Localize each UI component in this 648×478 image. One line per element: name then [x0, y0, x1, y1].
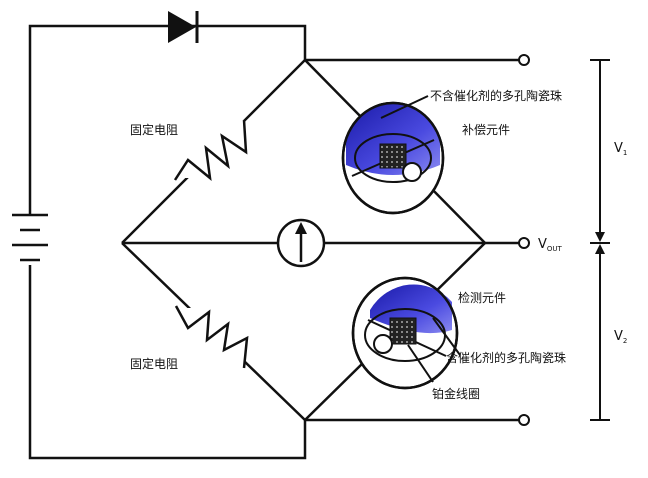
- galvanometer-icon: [276, 218, 326, 268]
- voltage-dimension: [590, 59, 610, 421]
- porous-ceramic-with-catalyst-label: 含催化剂的多孔陶瓷珠: [446, 350, 566, 365]
- dimension-arrows: [595, 232, 605, 254]
- detection-bead: [351, 276, 459, 390]
- output-terminals: [518, 54, 530, 426]
- leader-top-ceramic: [380, 95, 429, 119]
- fixed-resistor-bottom: [174, 305, 249, 369]
- compensation-element-label: 补偿元件: [462, 122, 510, 137]
- detection-element-label: 检测元件: [458, 290, 506, 305]
- vout-label: VOUT: [538, 237, 563, 253]
- leaders-bottom: [407, 317, 461, 383]
- fixed-resistor-top-label: 固定电阻: [130, 122, 178, 137]
- diode-arrow-icon: [168, 11, 199, 43]
- compensation-bead: [341, 101, 445, 215]
- fixed-resistor-top: [173, 119, 248, 181]
- v1-label: V1: [614, 141, 627, 157]
- battery-icon: [12, 213, 48, 262]
- outer-wire: [28, 24, 307, 460]
- fixed-resistor-bottom-label: 固定电阻: [130, 356, 178, 371]
- v2-label: V2: [614, 329, 627, 345]
- porous-ceramic-no-catalyst-label: 不含催化剂的多孔陶瓷珠: [430, 88, 562, 103]
- platinum-coil-label: 铂金线圈: [432, 386, 480, 401]
